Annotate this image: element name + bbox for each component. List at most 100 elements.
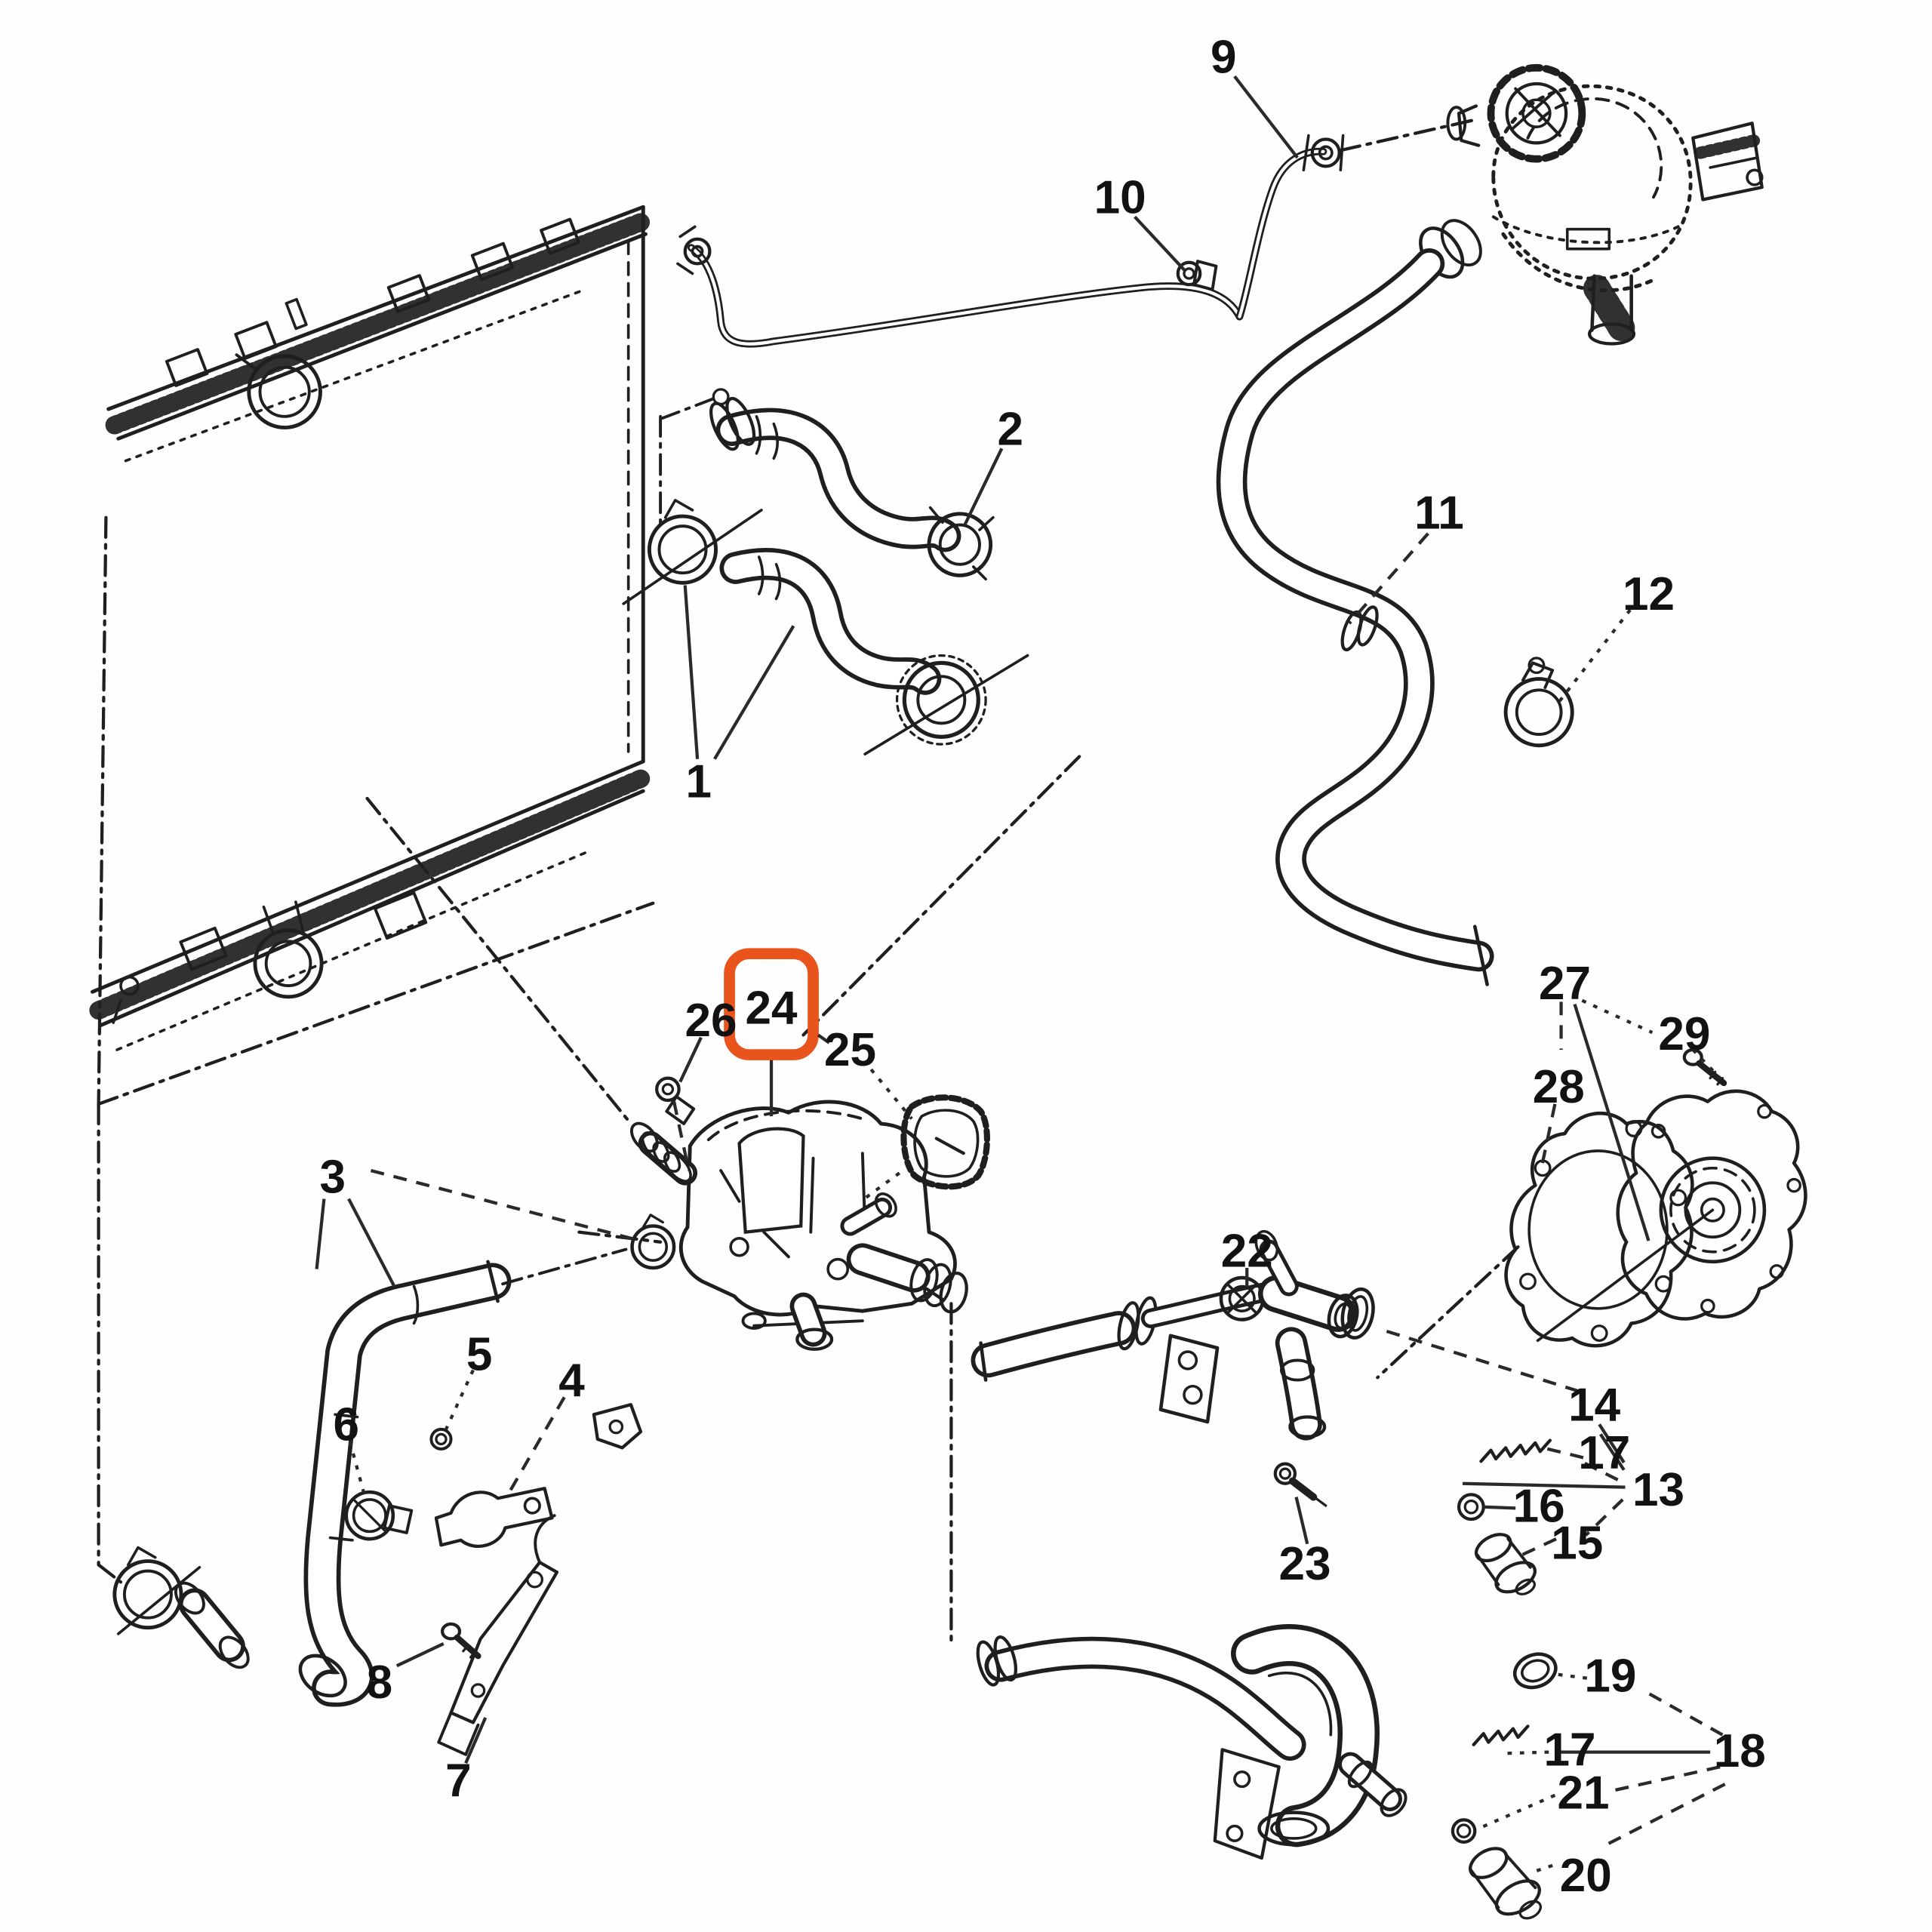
callout-20: 20 xyxy=(1530,1850,1612,1902)
ring-21 xyxy=(1451,1818,1477,1844)
callout-8: 8 xyxy=(367,1642,445,1709)
hose-3-clamp-lower xyxy=(112,1546,202,1635)
sensor-23 xyxy=(1273,1462,1327,1507)
callout-19: 19 xyxy=(1557,1651,1636,1703)
leader-line-27 xyxy=(1573,1003,1651,1241)
callout-18: 18 xyxy=(1557,1687,1766,1846)
part-number-14: 14 xyxy=(1568,1379,1620,1431)
radiator-top-port xyxy=(235,353,322,429)
housing-foot-bracket xyxy=(592,1403,643,1450)
part-number-12: 12 xyxy=(1623,568,1675,620)
spring-17-lower xyxy=(1472,1724,1530,1746)
tank-side-bracket xyxy=(1691,122,1764,202)
callout-27: 27 xyxy=(1539,958,1654,1241)
callout-26: 26 xyxy=(672,995,737,1171)
part-number-20: 20 xyxy=(1560,1850,1612,1902)
leader-line-25 xyxy=(869,1068,913,1120)
bleed-hose-fitting xyxy=(676,225,712,275)
housing-bottom-port xyxy=(741,1292,834,1351)
radiator xyxy=(89,205,655,1584)
part-number-27: 27 xyxy=(1539,958,1591,1010)
part-number-17: 17 xyxy=(1578,1427,1630,1479)
leader-line-20 xyxy=(1530,1863,1553,1875)
leader-line-28 xyxy=(1540,1103,1557,1169)
part-number-19: 19 xyxy=(1584,1651,1636,1703)
pipe-down-port xyxy=(1275,1327,1327,1441)
leader-line-6 xyxy=(348,1441,368,1502)
part-number-13: 13 xyxy=(1632,1464,1684,1516)
callout-5: 5 xyxy=(445,1329,493,1430)
callout-12: 12 xyxy=(1557,568,1675,703)
callout-7: 7 xyxy=(445,1717,488,1807)
coolant-pipe-assembly xyxy=(971,1229,1375,1507)
hose-3-clamp-upper xyxy=(630,1214,676,1270)
upper-hose-2 xyxy=(709,388,995,581)
leader-line-26 xyxy=(678,1036,703,1083)
hose-3-group xyxy=(112,1214,676,1756)
part-number-17b: 17 xyxy=(1543,1724,1595,1777)
pipe-clip-10 xyxy=(1176,260,1218,291)
pump-bolt-29 xyxy=(1682,1048,1727,1087)
housing-outlet-pipe xyxy=(846,1243,968,1314)
callout-25: 25 xyxy=(817,1024,913,1201)
callout-28: 28 xyxy=(1533,1061,1585,1169)
part-number-23: 23 xyxy=(1278,1538,1331,1590)
pipe-bracket xyxy=(1158,1334,1220,1424)
leader-line-16 xyxy=(1483,1505,1516,1510)
leader-line-17 xyxy=(1537,1444,1584,1460)
leader-line-13 xyxy=(1584,1498,1624,1537)
part-number-5: 5 xyxy=(466,1329,493,1381)
leader-line-14 xyxy=(1384,1329,1580,1393)
radiator-clips xyxy=(112,217,580,1024)
hose-2-end-fitting xyxy=(927,506,995,581)
leader-line-2 xyxy=(963,448,1004,526)
part-number-6: 6 xyxy=(334,1399,360,1451)
callout-14: 14 xyxy=(1384,1329,1626,1464)
leader-line-25 xyxy=(861,1171,901,1201)
leader-line-4 xyxy=(509,1396,566,1492)
part-number-11: 11 xyxy=(1414,487,1464,539)
leader-line-18 xyxy=(1614,1765,1721,1792)
leader-line-25 xyxy=(817,1033,841,1051)
spring-17 xyxy=(1479,1438,1552,1463)
part-number-18: 18 xyxy=(1714,1725,1766,1777)
drain-plug-20 xyxy=(1469,1847,1543,1920)
radiator-bottom-port xyxy=(253,900,324,999)
washer-5 xyxy=(429,1427,453,1451)
leader-line-9 xyxy=(1233,75,1299,159)
part-number-21: 21 xyxy=(1557,1767,1609,1820)
callout-22: 22 xyxy=(1221,1225,1273,1287)
callout-11: 11 xyxy=(1348,487,1464,625)
part-number-7: 7 xyxy=(445,1755,472,1807)
plug-15 xyxy=(1474,1533,1537,1595)
callout-15: 15 xyxy=(1521,1517,1603,1569)
o-ring-14 xyxy=(1340,1287,1375,1340)
leader-line-23 xyxy=(1294,1497,1309,1545)
leader-line-3 xyxy=(315,1198,326,1269)
part-number-16: 16 xyxy=(1513,1480,1565,1532)
callout-4: 4 xyxy=(509,1355,585,1492)
callout-1: 1 xyxy=(683,585,795,808)
part-number-25: 25 xyxy=(824,1024,876,1076)
leader-line-12 xyxy=(1557,608,1632,703)
part-number-1: 1 xyxy=(685,755,711,808)
bracket-7 xyxy=(437,1514,559,1756)
leader-line-18 xyxy=(1640,1687,1724,1737)
pipe-upper-stub xyxy=(1254,1229,1299,1297)
callout-29: 29 xyxy=(1658,1008,1721,1080)
part-number-3: 3 xyxy=(320,1151,346,1203)
leader-line-1 xyxy=(683,585,700,759)
hose-1-clamp xyxy=(622,499,763,605)
part-number-2: 2 xyxy=(998,403,1024,455)
tank-bottom-spout xyxy=(1583,274,1636,346)
leader-line-3 xyxy=(370,1168,636,1241)
leader-line-26 xyxy=(672,1101,691,1171)
callout-10: 10 xyxy=(1094,171,1187,272)
leader-line-21 xyxy=(1478,1793,1556,1830)
highlight-box-24 xyxy=(724,948,819,1060)
callout-6: 6 xyxy=(334,1399,368,1502)
leader-line-15 xyxy=(1521,1537,1557,1557)
callout-21: 21 xyxy=(1478,1767,1609,1830)
